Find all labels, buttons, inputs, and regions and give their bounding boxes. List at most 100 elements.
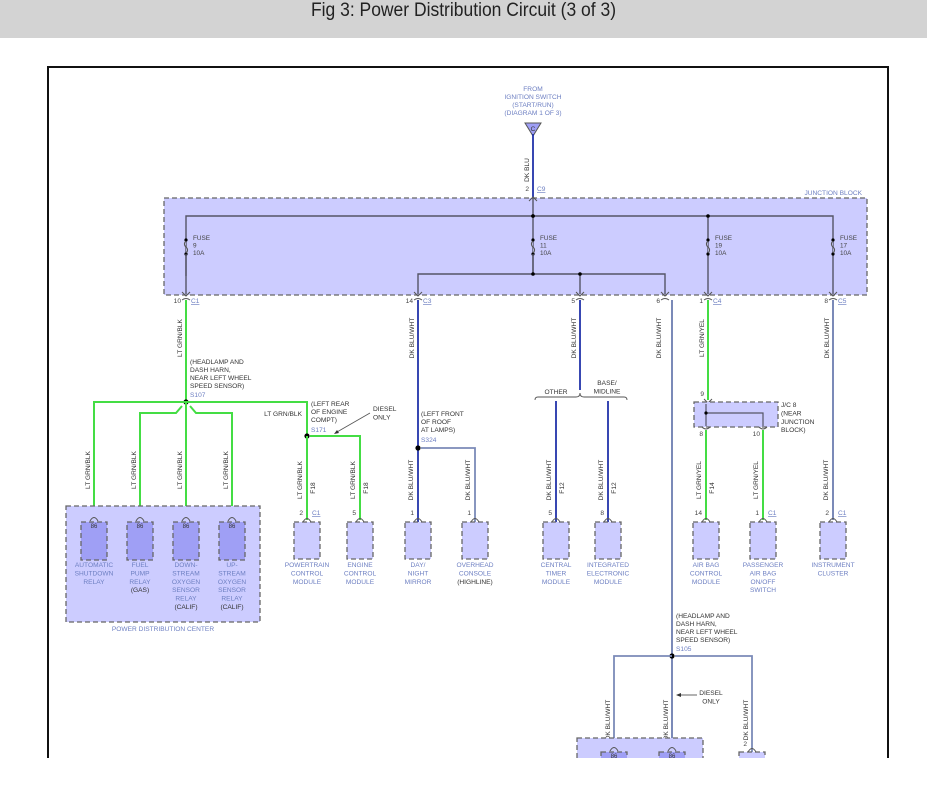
- fuse-label: FUSE: [540, 235, 557, 242]
- relay-terminal-icon: [227, 517, 237, 522]
- component-name: SWITCH: [750, 587, 776, 594]
- relay-name: RELAY: [129, 579, 151, 586]
- pin-number: 5: [352, 510, 356, 517]
- connector-terminal-icon: [302, 518, 312, 523]
- option-label: MIDLINE: [594, 389, 621, 396]
- splice-location: COMPT): [311, 417, 337, 424]
- junction-bus: [417, 254, 534, 294]
- relay-2: [126, 521, 154, 561]
- relay-terminal-icon: [135, 517, 145, 522]
- pin-number: 6: [656, 298, 660, 305]
- connector-terminal-icon: [758, 518, 768, 523]
- component-name: POWERTRAIN: [285, 562, 330, 569]
- pin-number: 5: [571, 298, 575, 305]
- circuit-label: F12: [611, 482, 618, 494]
- relay-terminal-number: 86: [669, 754, 676, 760]
- wire-label: LT GRN/BLK: [350, 460, 357, 498]
- wire-label: LT GRN/YEL: [699, 319, 706, 357]
- splice-location: (HEADLAMP AND: [190, 359, 244, 366]
- splice-id: S324: [421, 437, 437, 444]
- connector-pin-icon: [575, 298, 585, 301]
- connector-pin-icon: [828, 291, 838, 297]
- circuit-label: F12: [559, 482, 566, 494]
- diesel-note: ONLY: [373, 414, 391, 421]
- fuse-label: FUSE: [715, 235, 732, 242]
- diesel-note: ONLY: [702, 698, 720, 705]
- splice-location: SPEED SENSOR): [190, 383, 244, 390]
- component-name: MODULE: [594, 579, 623, 586]
- relay-note: (CALIF): [174, 604, 197, 611]
- component-box: [542, 521, 570, 560]
- component-name: MODULE: [542, 579, 571, 586]
- splice-id: S105: [676, 646, 692, 653]
- pin-number: 14: [406, 298, 414, 305]
- connector-terminal-icon: [470, 518, 480, 523]
- pin-number: 1: [755, 510, 759, 517]
- component-name: PASSENGER: [743, 562, 784, 569]
- wire-label: LT GRN/BLK: [131, 450, 138, 488]
- pin-number: 1: [699, 298, 703, 305]
- relay-name: RELAY: [83, 579, 105, 586]
- component-name: ENGINE: [347, 562, 373, 569]
- connector-terminal-icon: [551, 518, 561, 523]
- connector-pin-icon: [181, 298, 191, 301]
- wire-lt-grn-blk: [139, 405, 183, 522]
- source-label: IGNITION SWITCH: [504, 94, 561, 101]
- splice-location: NEAR LEFT WHEEL: [676, 629, 738, 636]
- source-label: (DIAGRAM 1 OF 3): [504, 110, 561, 117]
- relay-name: UP-: [226, 562, 237, 569]
- wire-label: DK BLU: [524, 158, 531, 182]
- circuit-label: F18: [310, 482, 317, 494]
- component-box: [594, 521, 622, 560]
- component-note: (HIGHLINE): [457, 579, 493, 586]
- fuse-terminal: [831, 252, 835, 256]
- wire-label: DK BLU/WHT: [823, 460, 830, 501]
- splice-location: SPEED SENSOR): [676, 637, 730, 644]
- connector-pin-icon: [703, 298, 713, 301]
- pin-number: 2: [299, 510, 303, 517]
- splice-location: DASH HARN,: [190, 367, 231, 374]
- connector-pin-icon: [413, 291, 423, 297]
- wire-label: LT GRN/YEL: [753, 461, 760, 499]
- connector-id: C1: [768, 510, 777, 517]
- wire-label: LT GRN/BLK: [264, 411, 302, 418]
- relay-note: (CALIF): [220, 604, 243, 611]
- wire-dk-blu-wht: [613, 655, 672, 752]
- wire-label: DK BLU/WHT: [408, 460, 415, 501]
- splice-location: (HEADLAMP AND: [676, 613, 730, 620]
- relay-terminal-number: 86: [91, 524, 98, 530]
- connector-pin-icon: [660, 291, 670, 297]
- component-name: CLUSTER: [818, 570, 849, 577]
- wire-dk-blu-wht: [675, 655, 753, 752]
- fuse-label: 10A: [193, 250, 205, 257]
- splice-location: (LEFT REAR: [311, 401, 350, 408]
- fuse-terminal: [184, 238, 188, 242]
- component-name: NIGHT: [408, 570, 429, 577]
- connector-pin-icon: [575, 291, 585, 297]
- junction-block-label: JUNCTION BLOCK: [804, 190, 862, 197]
- diesel-note: DIESEL: [373, 406, 397, 413]
- component-box: [404, 521, 432, 560]
- pin-number: 14: [695, 510, 703, 517]
- option-label: BASE/: [597, 380, 617, 387]
- component-name: AIR BAG: [693, 562, 720, 569]
- pin-number: 2: [825, 510, 829, 517]
- connector-terminal-icon: [413, 518, 423, 523]
- wire-lt-grn-blk: [189, 405, 233, 522]
- wire-label: LT GRN/BLK: [177, 450, 184, 488]
- circuit-label: F14: [709, 482, 716, 494]
- relay-name: SENSOR: [172, 587, 200, 594]
- component-box: [692, 521, 720, 560]
- leader-arrow-icon: [676, 693, 681, 697]
- jc8-label: JUNCTION: [781, 419, 815, 426]
- component-name: INTEGRATED: [587, 562, 629, 569]
- connector-letter: C: [531, 126, 536, 133]
- relay-name: OXYGEN: [218, 579, 246, 586]
- leader-arrow-icon: [334, 430, 339, 434]
- component-name: CONTROL: [291, 570, 324, 577]
- jc8-block: [693, 401, 779, 428]
- bus-node: [706, 214, 710, 218]
- relay-name: OXYGEN: [172, 579, 200, 586]
- splice-s324: [415, 445, 421, 451]
